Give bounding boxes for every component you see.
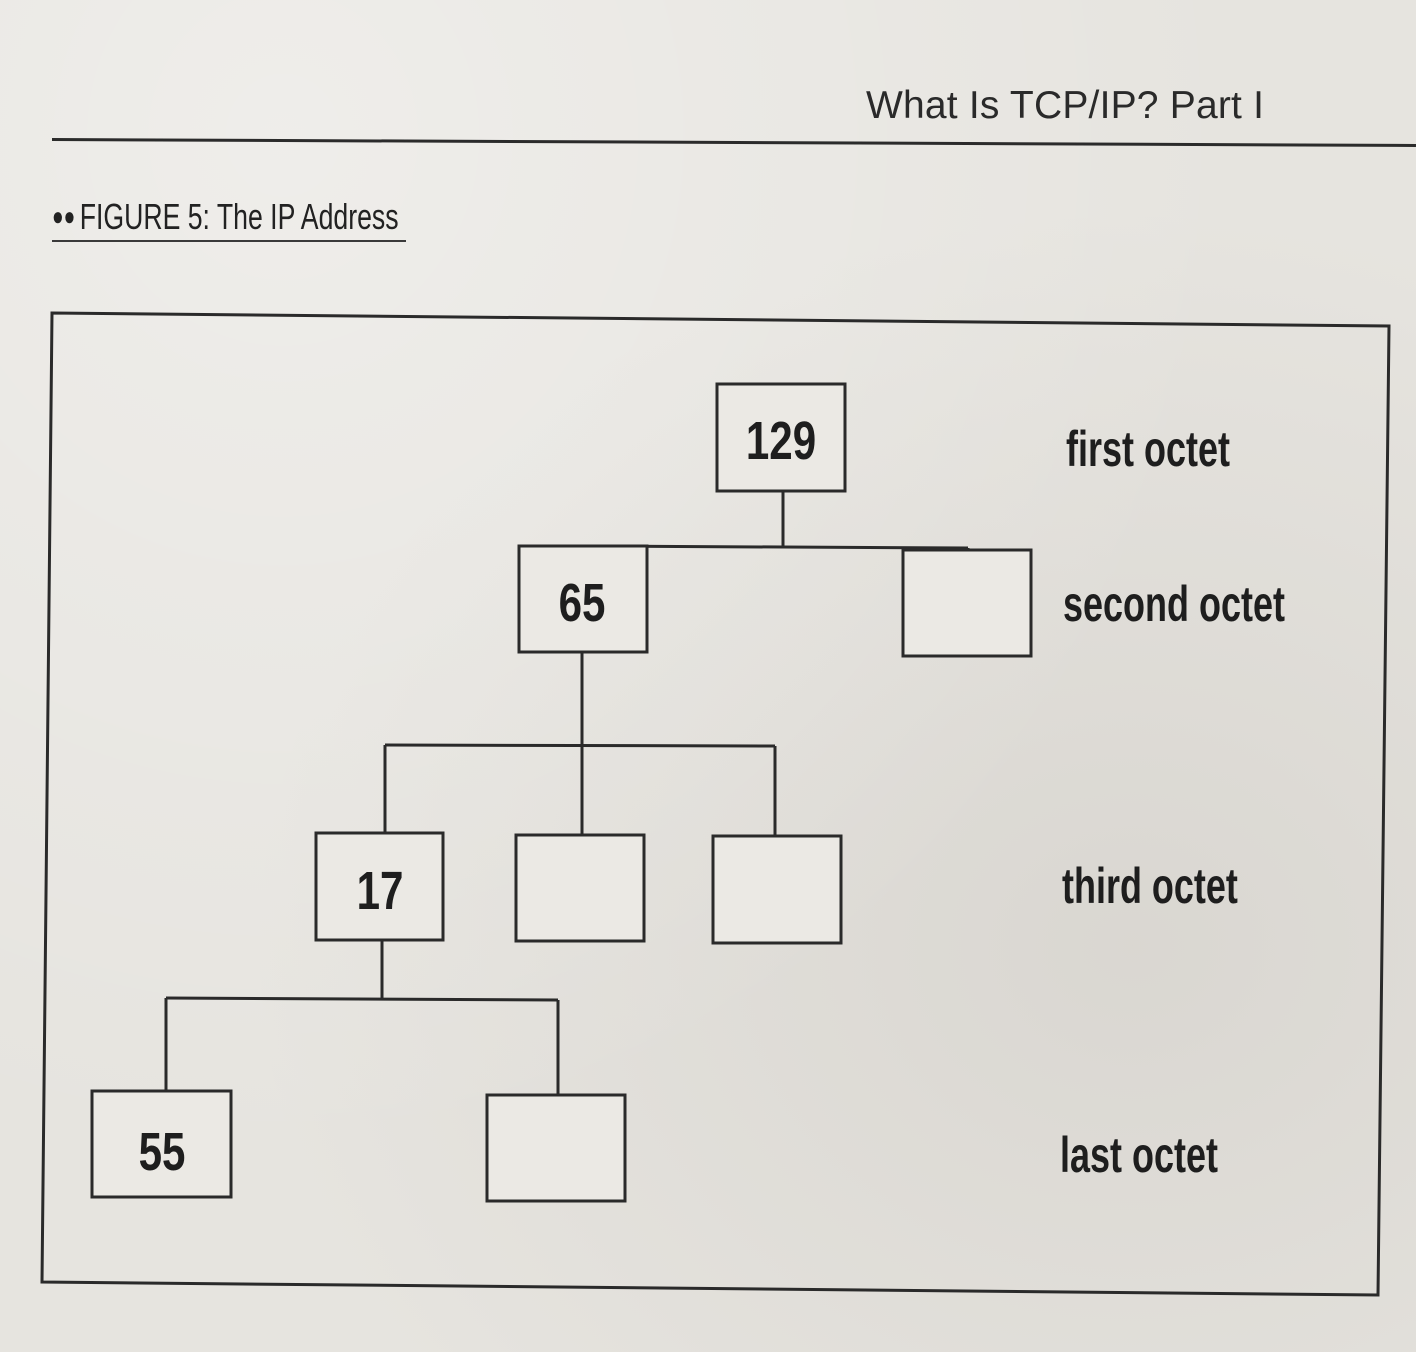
level-label-second: second octet [1063,577,1285,632]
node-box-third-octet-a [314,831,445,942]
node-box-third-octet-b [514,833,646,943]
node-box-first-octet [715,382,847,493]
node-value-second-octet-a: 65 [559,573,606,633]
tree-nodes [90,382,1033,1203]
node-values: 129 65 17 55 [139,411,817,1182]
level-label-first: first octet [1066,422,1230,477]
node-box-second-octet-a [517,544,649,654]
figure-caption: ●●FIGURE 5: The IP Address [52,196,399,238]
node-box-last-octet-b [485,1093,627,1203]
caption-bullets: ●● [52,201,76,231]
level-label-last: last octet [1060,1128,1218,1183]
level-label-third: third octet [1062,859,1238,914]
caption-text: FIGURE 5: The IP Address [79,196,399,237]
connector-level4-bar [165,996,559,1002]
node-box-last-octet-a [90,1089,233,1199]
node-box-second-octet-b [901,548,1033,658]
level-labels: first octet second octet third octet las… [1060,422,1285,1183]
running-header-title: What Is TCP/IP? Part I [866,84,1265,127]
diagram-frame [40,311,1391,1297]
node-value-third-octet-a: 17 [357,861,404,921]
caption-underline [52,240,406,242]
connector-level3-bar [384,743,776,748]
node-box-third-octet-c [711,834,843,945]
node-value-last-octet-a: 55 [139,1122,186,1182]
node-value-first-octet: 129 [746,411,816,471]
